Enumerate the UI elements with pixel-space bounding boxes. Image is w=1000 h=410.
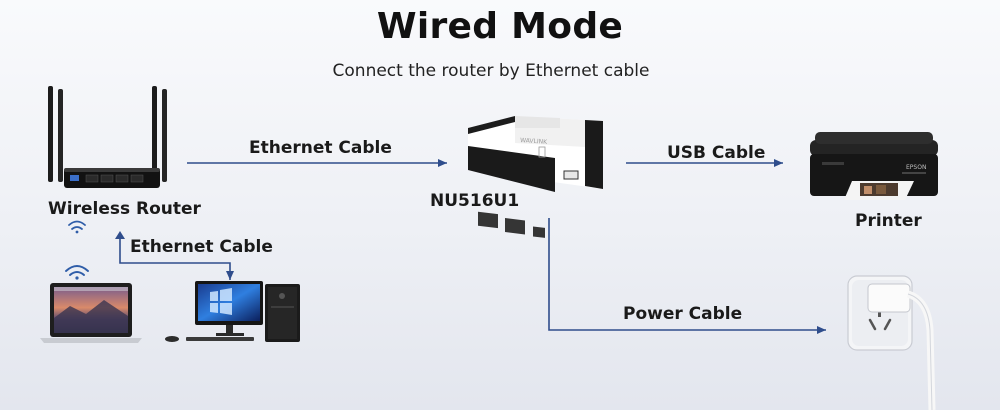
power-socket-icon	[847, 275, 936, 410]
power-cable-arrow	[548, 218, 826, 334]
ethernet-cable-label-pc: Ethernet Cable	[130, 237, 273, 257]
ethernet-cable-label-main: Ethernet Cable	[249, 138, 392, 158]
wireless-router-label: Wireless Router	[48, 199, 201, 219]
wifi-icon-laptop	[65, 265, 89, 280]
desktop-pc-icon	[165, 281, 300, 342]
power-cable-label: Power Cable	[623, 304, 743, 324]
page-title: Wired Mode	[376, 6, 624, 47]
print-server-label: NU516U1	[430, 191, 520, 211]
wireless-router-icon	[48, 86, 167, 188]
printer-icon: EPSON	[810, 132, 938, 200]
svg-text:EPSON: EPSON	[906, 164, 926, 171]
usb-cable-label: USB Cable	[667, 143, 766, 163]
print-server-icon: WAVLINK	[468, 116, 603, 238]
wifi-icon-router	[68, 220, 86, 234]
ethernet-cable-arrow-pc	[119, 236, 234, 280]
page-subtitle: Connect the router by Ethernet cable	[332, 61, 650, 81]
printer-label: Printer	[855, 211, 922, 231]
svg-text:WAVLINK: WAVLINK	[520, 137, 548, 146]
laptop-icon	[40, 283, 142, 343]
